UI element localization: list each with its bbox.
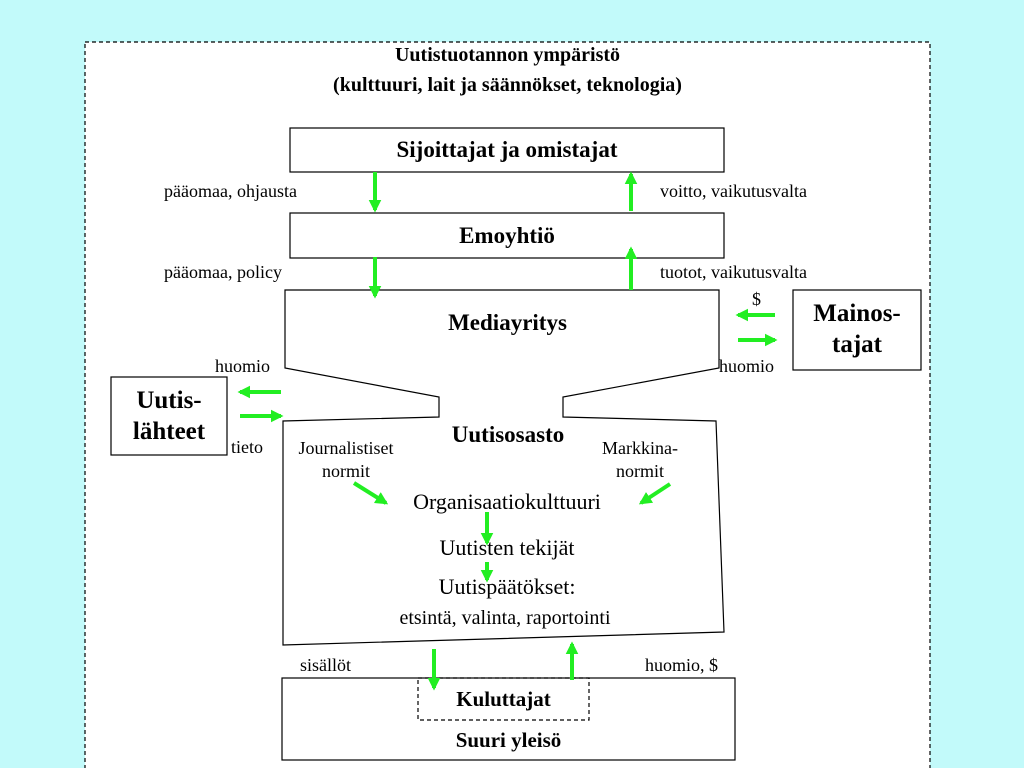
news-decisions-label: Uutispäätökset: [438,574,576,599]
sources-attention-label: huomio [215,356,271,376]
market-norms-label: Markkina- normit [578,437,702,484]
newsroom-label: Uutisosasto [451,422,565,447]
advertisers-label-line1: Mainos- [813,300,901,327]
news-makers-label: Uutisten tekijät [439,535,575,560]
flow-arrows [237,171,778,691]
investors-box [289,127,725,173]
advertisers-box [792,289,922,371]
consumers-label: Kuluttajat [456,687,551,711]
sources-box [110,376,228,456]
sources-info-label: tieto [231,437,263,457]
journalistic-norms-line1: Journalistiset [298,438,394,458]
arrow-market-norms [638,482,672,505]
parent-company-box [289,212,725,259]
content-flow-label: sisällöt [300,655,352,675]
investors-flow-up-label: voitto, vaikutusvalta [660,181,807,201]
sources-label-line2: lähteet [132,418,206,446]
advertisers-attention-label: huomio [719,356,775,376]
public-box [281,677,736,761]
attention-money-flow-label: huomio, $ [645,655,719,675]
journalistic-norms-line2: normit [322,461,370,482]
sources-label-line1: Uutis- [136,387,202,414]
investors-flow-down-label: pääomaa, ohjausta [164,181,297,201]
sources-label: Uutis- lähteet [111,385,227,448]
org-culture-label: Organisaatiokulttuuri [413,489,601,514]
advertisers-label-line2: tajat [832,331,882,359]
media-company-label: Mediayritys [448,310,567,335]
investors-label: Sijoittajat ja omistajat [396,137,618,162]
media-company-funnel [282,289,725,646]
public-label: Suuri yleisö [455,728,562,752]
parent-flow-down-label: pääomaa, policy [164,262,282,282]
environment-subtitle: (kulttuuri, lait ja säännökset, teknolog… [333,74,682,96]
environment-title: Uutistuotannon ympäristö [394,44,621,66]
advertisers-money-label: $ [752,289,761,309]
news-decisions-detail: etsintä, valinta, raportointi [399,607,611,629]
arrow-journalistic-norms [352,481,389,505]
journalistic-norms-label: Journalistiset normit [276,437,416,484]
market-norms-line1: Markkina- [602,438,678,458]
parent-company-label: Emoyhtiö [459,223,555,248]
market-norms-line2: normit [616,461,664,482]
parent-flow-up-label: tuotot, vaikutusvalta [660,262,807,282]
consumers-dashed-box [417,677,590,721]
advertisers-label: Mainos- tajat [793,298,921,361]
